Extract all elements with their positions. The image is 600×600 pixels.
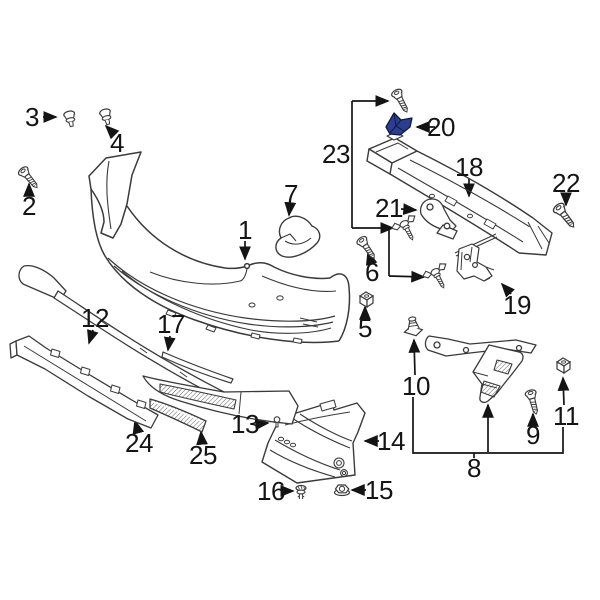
side-support-bracket-art (424, 335, 537, 404)
bracket-art-19 (454, 233, 498, 282)
part-label-25[interactable]: 25 (189, 440, 217, 470)
part-label-11[interactable]: 11 (553, 401, 580, 431)
fastener-screw-9 (523, 388, 543, 417)
fastener-grommet-3 (62, 109, 78, 129)
part-label-8[interactable]: 8 (467, 453, 481, 483)
part-label-2[interactable]: 2 (22, 191, 36, 221)
part-label-22[interactable]: 22 (552, 168, 580, 198)
diffuser-panel-art (142, 375, 299, 425)
fastener-screw-23 (389, 87, 413, 116)
part-label-23[interactable]: 23 (322, 139, 350, 169)
part-label-20[interactable]: 20 (427, 112, 455, 142)
bracket-art-21 (419, 198, 458, 240)
part-label-16[interactable]: 16 (257, 476, 285, 506)
fastener-pin-13 (273, 416, 281, 428)
fastener-nut-15 (333, 484, 351, 497)
part-label-10[interactable]: 10 (402, 371, 430, 401)
part-label-19[interactable]: 19 (503, 290, 531, 320)
fastener-clip-4 (98, 107, 115, 127)
bumper-cover-art (88, 151, 351, 344)
trim-sliver-art-17 (161, 351, 234, 384)
part-label-3[interactable]: 3 (25, 102, 39, 132)
fastener-clip-10 (403, 316, 424, 337)
leader-lines (23, 95, 572, 497)
fastener-clip-11 (556, 357, 571, 374)
part-label-5[interactable]: 5 (358, 313, 372, 343)
highlighted-bracket-art-20[interactable] (385, 112, 413, 136)
part-label-17[interactable]: 17 (157, 309, 185, 339)
fastener-wingbolt-23b (420, 260, 456, 295)
part-label-7[interactable]: 7 (284, 179, 298, 209)
part-label-21[interactable]: 21 (375, 193, 403, 223)
part-label-6[interactable]: 6 (365, 257, 379, 287)
fastener-bolt-22 (551, 200, 580, 232)
part-label-12[interactable]: 12 (81, 303, 109, 333)
part-label-15[interactable]: 15 (365, 475, 393, 505)
part-label-18[interactable]: 18 (455, 152, 483, 182)
part-label-14[interactable]: 14 (377, 426, 405, 456)
garnish-art-25 (149, 398, 207, 433)
part-label-1[interactable]: 1 (238, 215, 252, 245)
lower-strip-art-12 (18, 264, 233, 404)
part-label-4[interactable]: 4 (110, 128, 124, 158)
step-pad-strip-art-24 (9, 335, 159, 429)
fastener-clip-5 (359, 291, 374, 308)
fastener-pushpin-16 (295, 484, 307, 499)
pad-art-7 (275, 215, 321, 258)
part-label-24[interactable]: 24 (125, 428, 153, 458)
part-label-9[interactable]: 9 (526, 420, 540, 450)
part-label-13[interactable]: 13 (231, 409, 259, 439)
